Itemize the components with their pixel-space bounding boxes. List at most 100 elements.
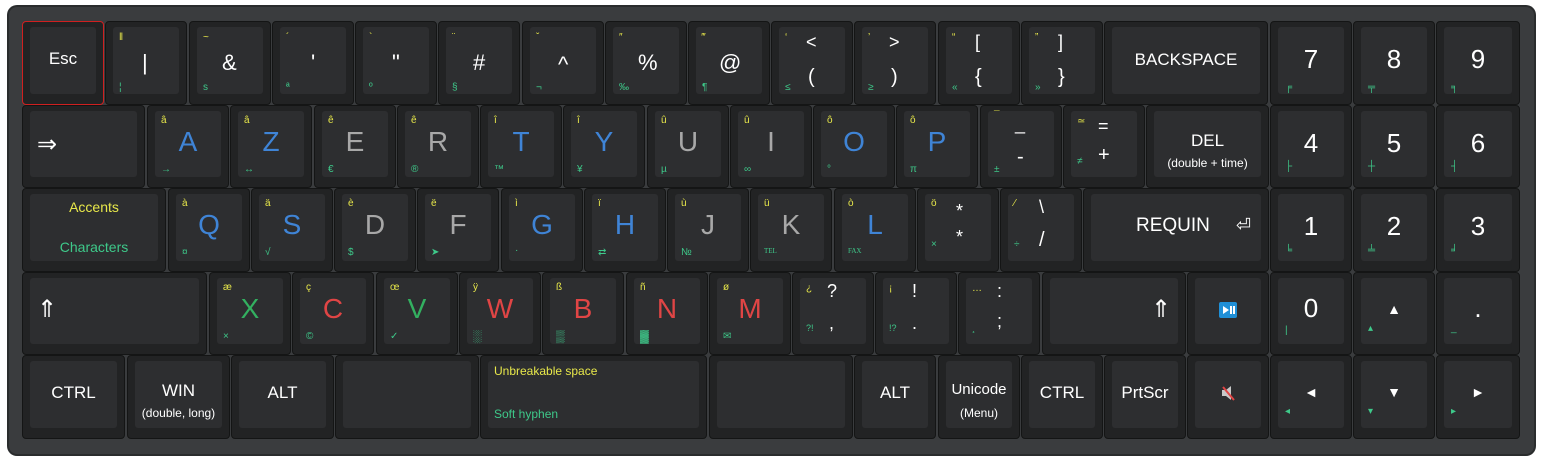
key-blank-right[interactable] (709, 355, 853, 439)
alt-bottom-char: √ (265, 247, 271, 258)
key-play-pause[interactable] (1187, 272, 1269, 355)
key-main-char: Z (262, 126, 280, 157)
key-backspace-label: BACKSPACE (1134, 50, 1238, 69)
alt-top-char: ô (827, 115, 833, 126)
key-numpad-3[interactable]: 3 ╛ (1436, 188, 1520, 272)
key-alt-left[interactable]: ALT (231, 355, 334, 439)
key-question[interactable]: ¿ ? ?! , (792, 272, 874, 355)
key-arrow-right[interactable]: ► ▸ (1436, 355, 1520, 439)
key-i[interactable]: û I ∞ (730, 105, 812, 188)
key-s[interactable]: ä S √ (251, 188, 333, 272)
key-shift-right[interactable]: ⇑ (1042, 272, 1186, 355)
key-numpad-4[interactable]: 4 ├ (1270, 105, 1352, 188)
key-c[interactable]: ç C © (292, 272, 374, 355)
key-x[interactable]: æ X × (209, 272, 291, 355)
soft-hyphen-label: Soft hyphen (494, 407, 559, 421)
alt-top-char: ä (265, 198, 271, 209)
key-f[interactable]: ë F ➤ (417, 188, 499, 272)
key-numpad-0[interactable]: 0 | (1270, 272, 1352, 355)
key-backspace[interactable]: BACKSPACE (1104, 21, 1268, 105)
key-ctrl-left[interactable]: CTRL (22, 355, 125, 439)
key-ctrl-right[interactable]: CTRL (1021, 355, 1103, 439)
key-alt-right[interactable]: ALT (854, 355, 936, 439)
key-esc[interactable]: Esc (22, 21, 104, 105)
key-o[interactable]: ô O ° (813, 105, 895, 188)
key-arrow-up[interactable]: ▲ ▴ (1353, 272, 1435, 355)
key-pipe[interactable]: ‖ | ¦ (105, 21, 187, 105)
key-enter[interactable]: REQUIN ⏎ (1083, 188, 1269, 272)
key-p[interactable]: ô P π (896, 105, 978, 188)
tab-arrow-icon: ⇒ (37, 131, 58, 158)
key-unicode-menu[interactable]: Unicode (Menu) (938, 355, 1020, 439)
key-less-paren[interactable]: ‘ < ≤ ( (771, 21, 853, 105)
key-numpad-9[interactable]: 9 ╕ (1436, 21, 1520, 105)
key-t[interactable]: î T ™ (480, 105, 562, 188)
key-at[interactable]: ‴ @ ¶ (688, 21, 770, 105)
key-prtscr[interactable]: PrtScr (1104, 355, 1186, 439)
alt-top-char: ë (431, 198, 437, 209)
key-z[interactable]: â Z ↔ (230, 105, 312, 188)
key-numpad-2[interactable]: 2 ╧ (1353, 188, 1435, 272)
key-numpad-1[interactable]: 1 ╘ (1270, 188, 1352, 272)
key-win[interactable]: WIN (double, long) (127, 355, 230, 439)
key-m[interactable]: ø M ✉ (709, 272, 791, 355)
key-bracket-close[interactable]: ” ] » } (1021, 21, 1103, 105)
key-colon[interactable]: … : ¸ ; (958, 272, 1040, 355)
key-v[interactable]: œ V ✓ (376, 272, 458, 355)
key-w[interactable]: ÿ W ░ (459, 272, 541, 355)
key-space[interactable]: Unbreakable space Soft hyphen (480, 355, 707, 439)
key-a[interactable]: â A → (147, 105, 229, 188)
left-arrow-icon: ◄ (1304, 384, 1318, 400)
key-shift-left[interactable]: ⇑ (22, 272, 207, 355)
key-e[interactable]: ê E € (314, 105, 396, 188)
alt-bottom-char: × (223, 331, 229, 342)
key-d[interactable]: è D $ (334, 188, 416, 272)
alt-bottom-char: | (1285, 325, 1288, 336)
key-arrow-left[interactable]: ◄ ◂ (1270, 355, 1352, 439)
key-k[interactable]: ü K TEL (750, 188, 832, 272)
key-equal[interactable]: ≃ = ≠ + (1063, 105, 1145, 188)
right-arrow-icon: ► (1471, 384, 1485, 400)
key-exclamation[interactable]: ¡ ! !? . (875, 272, 957, 355)
key-b[interactable]: ß B ▒ (542, 272, 624, 355)
alt-bottom-char: ¤ (182, 247, 188, 258)
key-bracket-open[interactable]: “ [ « { (938, 21, 1020, 105)
key-capslock-accents[interactable]: Accents Characters (22, 188, 166, 272)
key-numpad-7[interactable]: 7 ╒ (1270, 21, 1352, 105)
key-apostrophe[interactable]: ´ ' ª (272, 21, 354, 105)
key-ampersand[interactable]: ~ & s (189, 21, 271, 105)
key-numpad-8[interactable]: 8 ╤ (1353, 21, 1435, 105)
key-main-char: V (407, 293, 427, 324)
key-y[interactable]: î Y ¥ (563, 105, 645, 188)
key-asterisk[interactable]: ö * × * (917, 188, 999, 272)
key-arrow-down[interactable]: ▼ ▾ (1353, 355, 1435, 439)
key-slash[interactable]: ⁄ \ ÷ / (1000, 188, 1082, 272)
key-main-char: 1 (1303, 211, 1319, 241)
key-caret[interactable]: ˇ ^ ¬ (522, 21, 604, 105)
key-bottom-char: . (912, 313, 918, 333)
key-r[interactable]: ê R ® (397, 105, 479, 188)
alt-bottom-char: ° (827, 164, 831, 175)
key-del-label: DEL (1190, 131, 1225, 150)
key-minus[interactable]: ¯ _ ± - (980, 105, 1062, 188)
key-l[interactable]: ò L FAX (834, 188, 916, 272)
key-j[interactable]: ù J № (667, 188, 749, 272)
key-q[interactable]: à Q ¤ (168, 188, 250, 272)
key-blank-left[interactable] (335, 355, 479, 439)
key-greater-paren[interactable]: ’ > ≥ ) (854, 21, 936, 105)
key-del[interactable]: DEL (double + time) (1146, 105, 1269, 188)
key-h[interactable]: ï H ⇄ (584, 188, 666, 272)
alt-bottom-char: µ (661, 164, 667, 175)
key-numpad-dot[interactable]: . _ (1436, 272, 1520, 355)
key-numpad-5[interactable]: 5 ┼ (1353, 105, 1435, 188)
key-percent[interactable]: ″ % ‰ (605, 21, 687, 105)
key-quote[interactable]: ` " º (355, 21, 437, 105)
key-n[interactable]: ñ N ▓ (626, 272, 708, 355)
key-numpad-6[interactable]: 6 ┤ (1436, 105, 1520, 188)
key-tab[interactable]: ⇒ (22, 105, 145, 188)
key-mute[interactable] (1187, 355, 1269, 439)
key-u[interactable]: û U µ (647, 105, 729, 188)
key-bottom-char: * (956, 227, 964, 247)
key-hash[interactable]: ¨ # § (438, 21, 520, 105)
key-g[interactable]: ì G · (501, 188, 583, 272)
